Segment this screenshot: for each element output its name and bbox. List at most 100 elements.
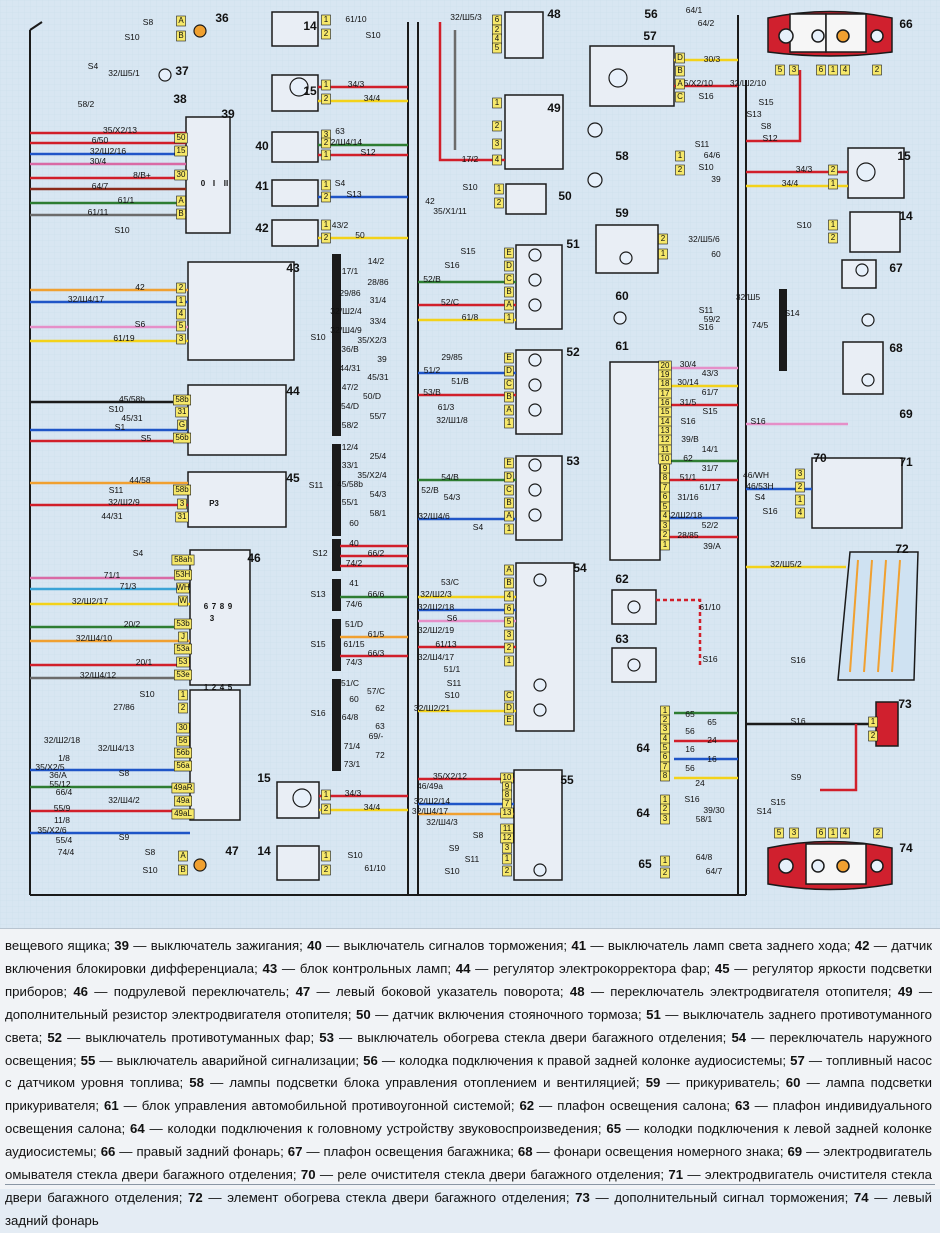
component-number: 37 [175,64,189,78]
wire-label: 47/2 [342,382,359,392]
pin-label-cell [321,179,331,191]
pin-label: 53H [176,570,191,579]
wire-label: S11 [309,480,324,490]
wire-label: 54/B [441,472,459,482]
wire-label: 35/X2/6 [37,825,67,835]
wire-label: 34/4 [364,802,381,812]
wire-label: 74/5 [752,320,769,330]
wire-label: 32/Ш2/14 [414,796,450,806]
wire-label: S4 [335,178,346,188]
wire-label: 61/7 [702,387,719,397]
pin-label-cell [178,689,188,701]
wire-label: 69/- [369,731,384,741]
pin-label-cell [174,643,193,655]
pin-label-cell [321,789,331,801]
pin-label: 1 [324,15,329,24]
pin-label: 56b [176,748,190,757]
wire-label: 20/1 [136,657,153,667]
pin-label: 4 [495,34,500,43]
wire-label: 54/3 [370,489,387,499]
component-number: 64 [636,741,650,755]
pin-label: 1 [507,656,512,665]
wire-label: 29/86 [339,288,361,298]
wire-label: 46/53H [746,481,773,491]
wire-label: S9 [119,832,130,842]
pin-label-cell [500,807,514,819]
wire-label: S10 [444,866,459,876]
wire-label: 32/Ш4/17 [418,652,454,662]
pin-label: 17 [661,389,670,398]
switch-mark: II [224,179,228,188]
wire-label: 41 [349,578,359,588]
wire-label: 54/D [341,401,359,411]
wire-label: 60 [349,518,359,528]
pin-label-cell [660,539,670,551]
wire-label: 24 [707,735,717,745]
wire-label: 61/5 [368,629,385,639]
wiring-diagram-svg: 1415363738394041424344454647484950515253… [0,0,940,928]
wire-label: 46/WH [743,470,769,480]
wire-label: 61/19 [113,333,135,343]
pin-label: 1 [497,184,502,193]
pin-label-cell [492,154,502,166]
wire-label: 35/X2/10 [679,78,713,88]
pin-label: 9 [663,464,668,473]
pin-label-cell [675,78,685,90]
wire-label: 32/Ш2/19 [418,625,454,635]
pin-label: A [180,851,186,860]
pin-label-cell [174,747,193,759]
pin-label: 13 [503,808,512,817]
pin-label: 2 [495,25,500,34]
pin-label: 11 [661,445,670,454]
wire-label: 35/X2/3 [357,335,387,345]
pin-label: 31 [178,512,187,521]
pin-label-cell [504,523,514,535]
pin-label: 4 [663,734,668,743]
component-number: 61 [615,339,629,353]
pin-label-cell [504,404,514,416]
component-number: 70 [813,451,827,465]
wire-label: 66/2 [368,548,385,558]
wire-label: 39 [711,174,721,184]
wire-label: 65 [685,709,695,719]
component-number: 44 [286,384,300,398]
wire-label: 16 [707,754,717,764]
pin-label-cell [675,164,685,176]
wire-label: 32/Ш4/17 [412,806,448,816]
pin-label-cell [828,164,838,176]
wire-label: S9 [791,772,802,782]
switch-mark: 6 [204,602,209,611]
pin-label-cell [176,15,186,27]
pin-label: 5 [777,828,782,837]
wire-label: 40 [349,538,359,548]
pin-label: 2 [678,165,683,174]
pin-label: 2 [663,868,668,877]
legend: вещевого ящика; 39 — выключатель зажиган… [0,928,940,1228]
pin-label: B [506,498,511,507]
wire-label: 56 [685,763,695,773]
wire-label: 34/3 [796,164,813,174]
pin-label: C [506,485,512,494]
pin-label: 2 [875,65,880,74]
wire-label: S8 [761,121,772,131]
wire-label: 52/C [441,297,459,307]
wire-label: 61/11 [88,207,109,217]
pin-label-cell [795,481,805,493]
pin-label-cell [321,232,331,244]
wire-label: 32/Ш2/10 [730,78,766,88]
pin-label-cell [868,716,878,728]
pin-label: 3 [663,724,668,733]
pin-label-cell [660,813,670,825]
wire-label: 66/3 [368,648,385,658]
pin-label-cell [840,64,850,76]
wire-label: 71/4 [344,741,361,751]
wire-label: 61/10 [699,602,721,612]
wire-label: 30/14 [677,377,699,387]
wire-label: 31/4 [370,295,387,305]
wire-label: S15 [770,797,785,807]
pin-label-cell [176,656,190,668]
wire-label: 63 [375,721,385,731]
wire-label: 34/4 [782,178,799,188]
pin-label-cell [174,795,193,807]
pin-label: 12 [661,435,670,444]
